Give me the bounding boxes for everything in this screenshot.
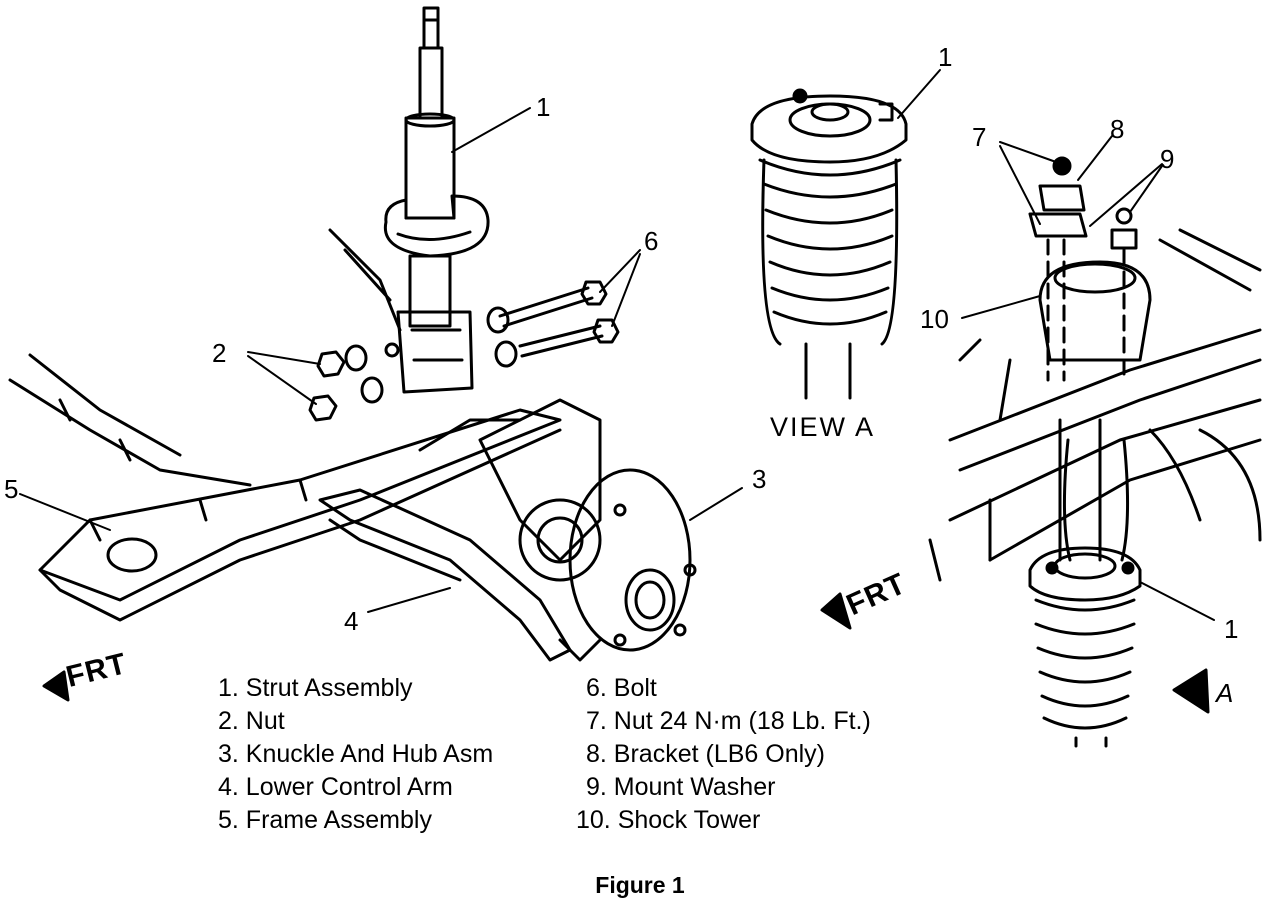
legend-item: 5. Frame Assembly	[218, 806, 432, 834]
legend-item: 7. Nut 24 N·m (18 Lb. Ft.)	[586, 707, 871, 735]
legend-item: 4. Lower Control Arm	[218, 773, 453, 801]
frame-assembly-drawing	[8, 228, 562, 622]
callout-left-5: 5	[4, 474, 19, 504]
leader-line-view-1	[897, 69, 941, 119]
leader-lines-left	[19, 107, 743, 613]
legend-item: 9. Mount Washer	[586, 773, 776, 801]
legend-item: 2. Nut	[218, 707, 285, 735]
callout-left-6: 6	[644, 226, 659, 256]
callout-left-3: 3	[752, 464, 767, 494]
legend-left: 1. Strut Assembly 2. Nut 3. Knuckle And …	[218, 672, 493, 837]
figure-caption: Figure 1	[595, 872, 685, 898]
shock-tower-drawing	[928, 228, 1262, 582]
view-a-spring-drawing	[750, 88, 908, 400]
legend-item: 10. Shock Tower	[576, 806, 761, 834]
lower-control-arm-drawing	[318, 418, 572, 662]
mount-hardware-drawing	[1028, 156, 1138, 382]
callout-left-4: 4	[344, 606, 359, 636]
callout-right-9: 9	[1160, 144, 1175, 174]
callout-right-10: 10	[920, 304, 949, 334]
view-a-arrow-icon	[1172, 668, 1210, 714]
legend-item: 3. Knuckle And Hub Asm	[218, 740, 494, 768]
callout-left-1: 1	[536, 92, 551, 122]
legend-item: 6. Bolt	[586, 674, 657, 702]
callout-right-7: 7	[972, 122, 987, 152]
callout-left-2: 2	[212, 338, 227, 368]
knuckle-hub-drawing	[478, 398, 697, 662]
view-a-label: VIEW A	[770, 412, 876, 442]
strut-assembly-drawing	[383, 6, 490, 394]
bolts-and-nuts-drawing	[308, 280, 620, 422]
callout-right-8: 8	[1110, 114, 1125, 144]
legend-item: 8. Bracket (LB6 Only)	[586, 740, 825, 768]
callout-right-1: 1	[1224, 614, 1239, 644]
frt-arrow-right-icon	[820, 592, 852, 630]
legend-item: 1. Strut Assembly	[218, 674, 413, 702]
callout-view-1: 1	[938, 42, 953, 72]
leader-lines-right	[961, 135, 1215, 621]
right-spring-drawing	[1028, 438, 1142, 748]
view-a-arrow-label: A	[1216, 678, 1234, 708]
legend-right: 6. Bolt 7. Nut 24 N·m (18 Lb. Ft.) 8. Br…	[576, 672, 871, 837]
frt-arrow-left-icon	[42, 670, 70, 702]
